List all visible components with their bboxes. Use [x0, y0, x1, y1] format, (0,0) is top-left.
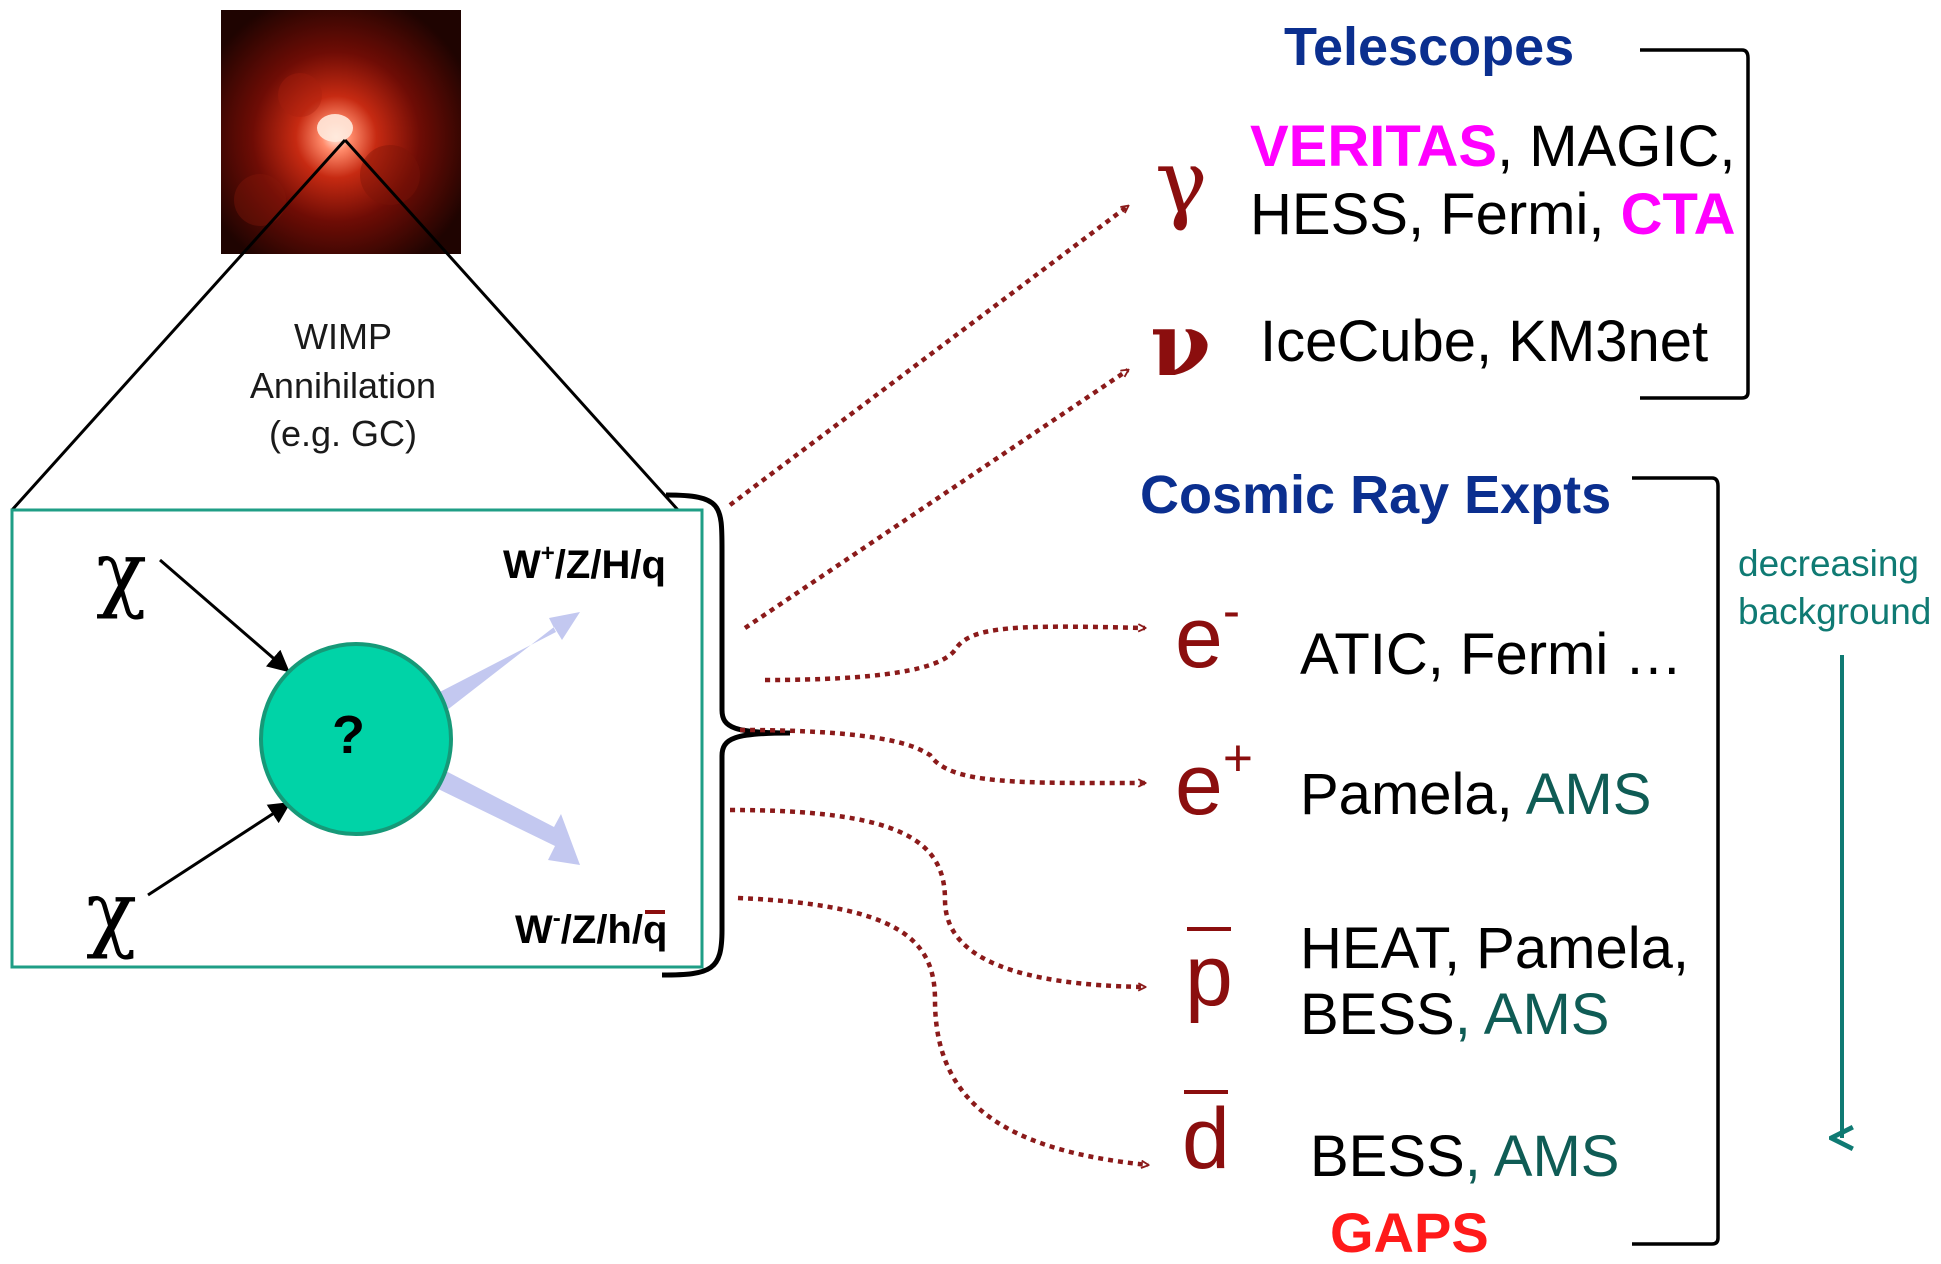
veritas-highlight: VERITAS	[1250, 114, 1498, 179]
interaction-vertex	[259, 642, 453, 836]
gaps-label: GAPS	[1330, 1201, 1489, 1264]
positron-experiments: Pamela, AMS	[1300, 762, 1652, 827]
chi-symbol-bottom: χ	[86, 863, 137, 961]
antiproton-experiments-line-1: HEAT, Pamela,	[1300, 916, 1689, 981]
cosmic-ray-header: Cosmic Ray Expts	[1140, 465, 1612, 525]
ams-highlight: AMS	[1525, 762, 1652, 827]
product-arrows	[432, 612, 580, 865]
neutrino-symbol: ν	[1150, 292, 1212, 396]
electron-experiments: ATIC, Fermi …	[1300, 622, 1683, 687]
wimp-line-3: (e.g. GC)	[268, 413, 418, 455]
positron-symbol: e+	[1175, 728, 1253, 833]
cta-highlight: CTA	[1620, 182, 1736, 247]
zoom-cone	[10, 138, 680, 512]
wimp-annihilation-label: WIMP Annihilation (e.g. GC)	[237, 313, 449, 459]
incoming-arrows	[147, 558, 292, 897]
products-top-rest: /Z/H/q	[554, 543, 666, 587]
telescopes-header: Telescopes	[1284, 17, 1575, 77]
products-top-label: W+/Z/H/q	[503, 542, 666, 587]
products-bottom-antiquark: q	[642, 908, 668, 952]
chi-symbol-top: χ	[96, 523, 147, 621]
products-top-sup: +	[540, 540, 555, 568]
arrow-to-antideuteron	[737, 895, 1148, 1165]
neutrino-experiments: IceCube, KM3net	[1260, 309, 1709, 374]
unknown-interaction-label: ?	[332, 705, 365, 765]
arrow-to-positron	[739, 727, 1145, 783]
arrow-to-electron	[764, 627, 1145, 683]
products-top-base: W	[503, 543, 541, 587]
electron-symbol: e-	[1175, 581, 1241, 686]
gamma-experiments-line-1: VERITAS, MAGIC,	[1250, 114, 1736, 179]
ams-highlight: , AMS	[1454, 982, 1610, 1047]
arrow-to-antiproton	[729, 807, 1145, 987]
arrow-to-gamma	[728, 204, 1128, 507]
antideuteron-experiments: BESS, AMS	[1310, 1124, 1620, 1189]
cosmic-ray-bracket	[1632, 476, 1720, 1246]
gamma-symbol: γ	[1155, 130, 1208, 233]
wimp-line-1: WIMP	[294, 316, 392, 357]
product-brace	[661, 492, 791, 978]
antiproton-experiments-line-2: BESS, AMS	[1300, 982, 1610, 1047]
products-bottom-sup: -	[552, 905, 561, 933]
antiproton-symbol: p	[1185, 925, 1233, 1019]
antideuteron-symbol: d	[1182, 1088, 1230, 1182]
signal-arrows	[728, 204, 1148, 1165]
products-bottom-rest: /Z/h/	[560, 908, 643, 952]
wimp-line-2: Annihilation	[249, 364, 437, 406]
arrow-to-neutrino	[743, 368, 1128, 630]
galactic-center-image	[221, 10, 461, 254]
telescopes-bracket	[1640, 48, 1750, 400]
products-bottom-base: W	[515, 908, 553, 952]
products-bottom-label: W-/Z/h/q	[515, 905, 668, 952]
decreasing-background-label: decreasing background	[1738, 543, 1932, 633]
ams-highlight: , AMS	[1464, 1124, 1620, 1189]
gamma-experiments-line-2: HESS, Fermi, CTA	[1250, 182, 1736, 247]
